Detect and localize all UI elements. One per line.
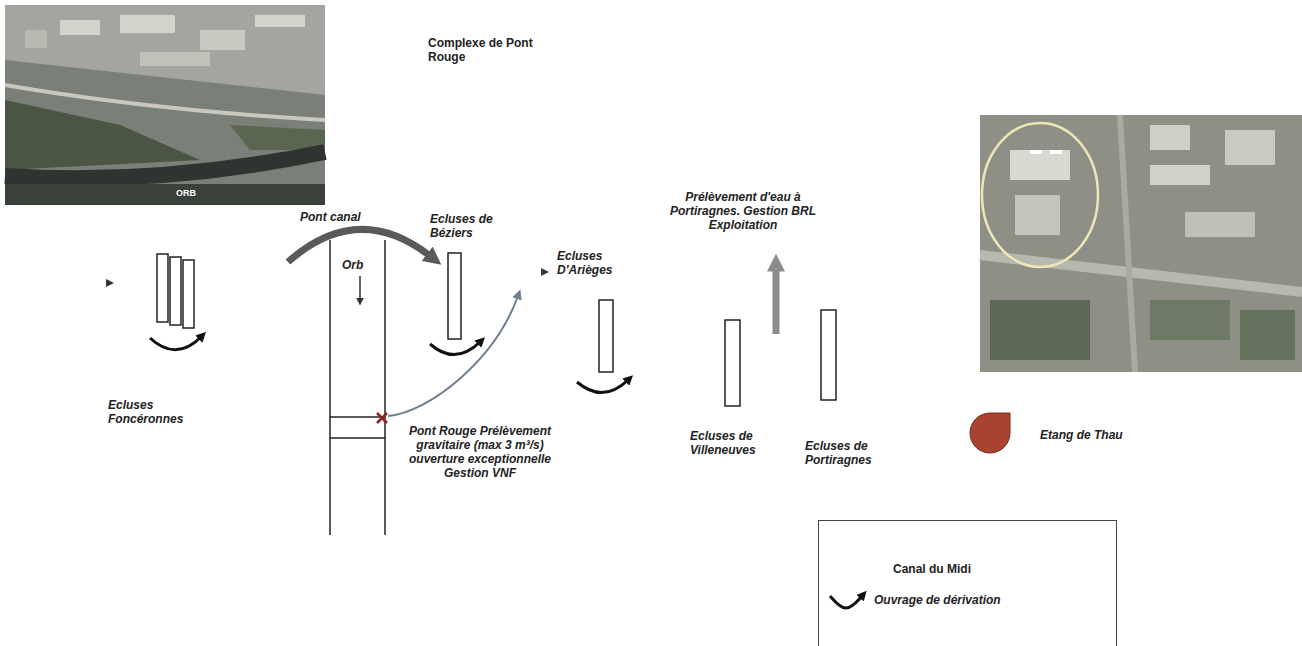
label-anchor: Ecluses de Béziers (430, 212, 510, 240)
building (255, 15, 305, 27)
label-anchor: Pont canal (300, 210, 380, 224)
deviation-arrow (577, 380, 628, 393)
lock-chamber (725, 320, 740, 406)
river-bank (5, 184, 325, 205)
building (1010, 150, 1070, 180)
label-anchor: Ecluses Foncéronnes (108, 398, 198, 426)
intake-note: Pont Rouge Prélèvement gravitaire (max 3… (405, 424, 555, 480)
legend-text: Ouvrage de dérivation (874, 593, 1074, 607)
bridge-line (330, 437, 385, 439)
node-outline (447, 252, 462, 340)
aerial-photo (980, 115, 1302, 372)
node-outline (820, 309, 837, 401)
legend-title: Canal du Midi (893, 562, 1013, 576)
label-anchor: Orb (342, 258, 378, 272)
building (140, 52, 210, 66)
withdrawal-note: Prélèvement d'eau à Portiragnes. Gestion… (668, 190, 818, 232)
vegetation (1240, 310, 1295, 360)
deviation-arrow (830, 596, 862, 608)
flow-arrowhead (541, 268, 549, 276)
building (25, 30, 47, 48)
node-outline (724, 319, 741, 407)
bridge-line (330, 416, 385, 418)
lagoon-symbol: Etang de Thau (968, 411, 1012, 455)
photo-ground (980, 115, 1302, 372)
building (60, 20, 100, 35)
lock-chamber (170, 257, 181, 325)
label-anchor: Prélèvement d'eau à Portiragnes. Gestion… (668, 190, 818, 232)
river-trace (5, 152, 325, 178)
road (1120, 115, 1135, 372)
label-anchor: ORB (176, 188, 216, 199)
flow-arrowhead (106, 279, 114, 287)
building (120, 15, 175, 33)
lagoon-shape (970, 413, 1010, 453)
vegetation (230, 125, 325, 150)
label-anchor: Canal du Midi (893, 562, 1013, 576)
roof-mark (1030, 150, 1042, 154)
withdrawal-arrow (773, 268, 780, 334)
river-label: Orb (342, 258, 378, 272)
aqueduct-arch-arrow (288, 229, 430, 262)
label-anchor: Ecluses de Portiragnes (805, 439, 890, 467)
deviation-arrow (150, 337, 201, 350)
building (1150, 125, 1190, 150)
building (1015, 195, 1060, 235)
site-title: Complexe de Pont Rouge (428, 36, 538, 64)
lock-symbol: Ecluses D'Arièges (598, 299, 614, 373)
legend-box (818, 520, 1117, 646)
lock-chamber (183, 260, 194, 328)
intake-cross (377, 413, 387, 423)
building (1150, 165, 1210, 185)
building (200, 30, 245, 50)
highlight-ellipse (982, 123, 1098, 267)
label-anchor: Ecluses de Villeneuves (690, 429, 775, 457)
node-label: Ecluses D'Arièges (557, 249, 632, 277)
label-anchor: Ecluses D'Arièges (557, 249, 632, 277)
node-outline (968, 411, 1012, 455)
building (1185, 212, 1255, 237)
lock-chamber (157, 254, 168, 322)
roof-mark (1050, 150, 1062, 154)
node-label: Ecluses de Portiragnes (805, 439, 890, 467)
lock-symbol: Ecluses de Béziers (447, 252, 462, 340)
label-anchor: Complexe de Pont Rouge (428, 36, 538, 64)
canal-bank-line (384, 240, 386, 535)
lock-symbol: Ecluses de Portiragnes (820, 309, 837, 401)
aerial-photo (5, 5, 325, 205)
photo-ground (5, 5, 325, 205)
node-label: Ecluses Foncéronnes (108, 398, 198, 426)
structure-label: Pont canal (300, 210, 380, 224)
vegetation (5, 100, 200, 170)
vegetation (1150, 300, 1230, 340)
label-anchor: Ouvrage de dérivation (874, 593, 1074, 607)
lock-symbol: Ecluses de Villeneuves (724, 319, 741, 407)
deviation-symbol (826, 588, 870, 614)
lock-chamber (448, 253, 461, 339)
road (980, 255, 1302, 292)
node-label: Ecluses de Béziers (430, 212, 510, 240)
lock-chamber (599, 300, 613, 372)
lock-group: Ecluses Foncéronnes (155, 254, 197, 330)
building (1225, 130, 1275, 165)
label-anchor: Etang de Thau (1040, 428, 1150, 442)
node-outline (155, 254, 197, 330)
deviation-arrow (430, 342, 480, 355)
intake-cross (377, 413, 387, 423)
photo-label: ORB (176, 188, 216, 199)
node-label: Etang de Thau (1040, 428, 1150, 442)
label-anchor: Pont Rouge Prélèvement gravitaire (max 3… (405, 424, 555, 480)
river-flow-arrow (359, 276, 361, 300)
node-outline (598, 299, 614, 373)
node-label: Ecluses de Villeneuves (690, 429, 775, 457)
lock-chamber (821, 310, 836, 400)
industrial-area (5, 5, 325, 95)
vegetation (990, 300, 1090, 360)
canal-bank-line (329, 240, 331, 535)
